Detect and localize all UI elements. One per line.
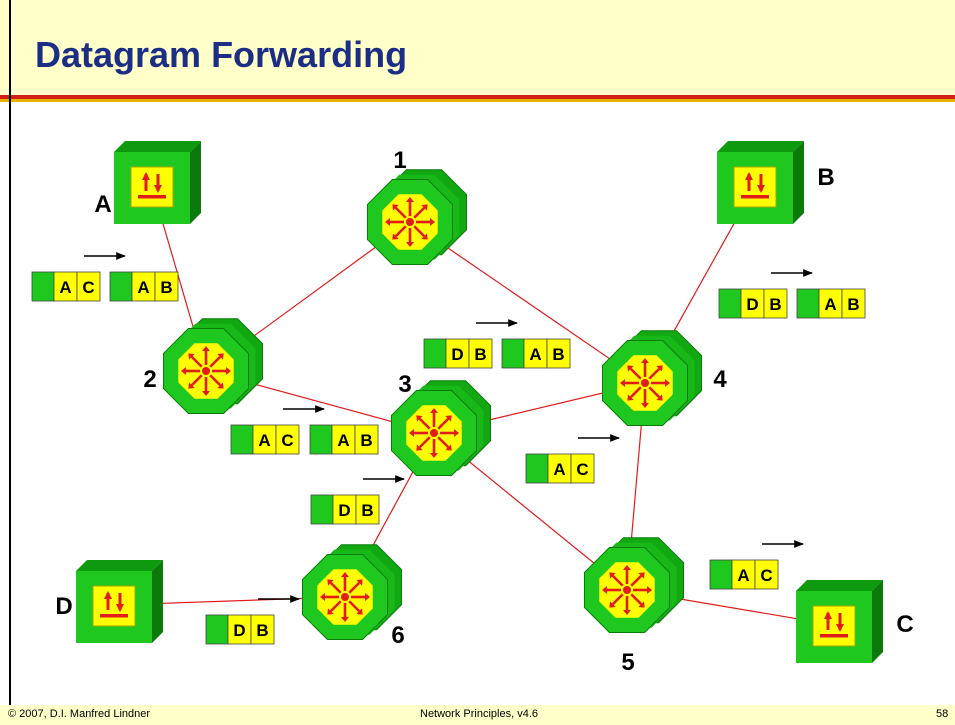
host-label-B: B bbox=[817, 164, 834, 191]
host-D bbox=[76, 560, 163, 643]
router-label-2: 2 bbox=[143, 366, 156, 393]
router-arrows-icon bbox=[602, 565, 652, 615]
datagram-destination: B bbox=[474, 345, 486, 364]
router-arrows-icon bbox=[620, 358, 670, 408]
host-A bbox=[114, 141, 201, 224]
datagram-source: A bbox=[137, 278, 149, 297]
router-6 bbox=[302, 544, 402, 640]
datagram-destination: B bbox=[847, 295, 859, 314]
datagram-source: D bbox=[338, 501, 350, 520]
datagram-payload bbox=[230, 424, 254, 455]
host-B bbox=[717, 141, 804, 224]
footer: © 2007, D.I. Manfred Lindner Network Pri… bbox=[0, 705, 955, 725]
datagram-source: D bbox=[451, 345, 463, 364]
router-1 bbox=[367, 169, 467, 265]
datagram-destination: C bbox=[281, 431, 293, 450]
footer-course: Network Principles, v4.6 bbox=[420, 708, 538, 720]
router-label-6: 6 bbox=[391, 622, 404, 649]
datagram-payload bbox=[205, 614, 229, 645]
host-C bbox=[796, 580, 883, 663]
datagram-destination: C bbox=[576, 460, 588, 479]
datagram-destination: B bbox=[360, 431, 372, 450]
link-1-4 bbox=[409, 221, 646, 384]
datagram-source: A bbox=[258, 431, 270, 450]
datagram-source: A bbox=[529, 345, 541, 364]
router-layer: 1 2 3 4 5 6 bbox=[143, 147, 727, 676]
datagram-source: A bbox=[59, 278, 71, 297]
datagram-payload bbox=[525, 453, 549, 484]
footer-copyright: © 2007, D.I. Manfred Lindner bbox=[8, 708, 151, 720]
router-arrows-icon bbox=[385, 197, 435, 247]
router-label-1: 1 bbox=[393, 147, 406, 174]
datagram-payload bbox=[709, 559, 733, 590]
router-arrows-icon bbox=[320, 572, 370, 622]
router-label-3: 3 bbox=[398, 371, 411, 398]
router-arrows-icon bbox=[181, 346, 231, 396]
datagram-destination: B bbox=[361, 501, 373, 520]
router-3 bbox=[391, 380, 491, 476]
datagram-source: A bbox=[824, 295, 836, 314]
title-rule-gold bbox=[0, 99, 955, 102]
router-5 bbox=[584, 537, 684, 633]
datagram-destination: B bbox=[769, 295, 781, 314]
datagram-source: D bbox=[746, 295, 758, 314]
router-arrows-icon bbox=[409, 408, 459, 458]
datagram-destination: B bbox=[160, 278, 172, 297]
router-4 bbox=[602, 330, 702, 426]
datagram-payload bbox=[310, 494, 334, 525]
datagram-source: D bbox=[233, 621, 245, 640]
datagram-source: A bbox=[553, 460, 565, 479]
host-port-icon bbox=[100, 591, 128, 618]
datagram-source: A bbox=[337, 431, 349, 450]
router-label-5: 5 bbox=[621, 649, 634, 676]
datagram-payload bbox=[309, 424, 333, 455]
datagram-destination: B bbox=[552, 345, 564, 364]
datagram-destination: C bbox=[760, 566, 772, 585]
datagram-source: A bbox=[737, 566, 749, 585]
router-2 bbox=[163, 318, 263, 414]
left-border bbox=[9, 0, 11, 705]
host-label-D: D bbox=[55, 593, 72, 620]
datagram-payload bbox=[796, 288, 820, 319]
footer-page-number: 58 bbox=[936, 708, 949, 720]
host-port-icon bbox=[820, 611, 848, 638]
datagram-destination: B bbox=[256, 621, 268, 640]
title-bar: Datagram Forwarding bbox=[0, 0, 955, 95]
page-title: Datagram Forwarding bbox=[35, 34, 408, 75]
host-port-icon bbox=[138, 172, 166, 199]
title-rule-red bbox=[0, 95, 955, 99]
host-label-C: C bbox=[896, 611, 913, 638]
datagram-payload bbox=[31, 271, 55, 302]
datagram-payload bbox=[423, 338, 447, 369]
datagram-destination: C bbox=[82, 278, 94, 297]
datagram-payload bbox=[501, 338, 525, 369]
host-port-icon bbox=[741, 172, 769, 199]
datagram-payload bbox=[718, 288, 742, 319]
host-label-A: A bbox=[94, 191, 111, 218]
router-label-4: 4 bbox=[713, 366, 727, 393]
datagram-payload bbox=[109, 271, 133, 302]
